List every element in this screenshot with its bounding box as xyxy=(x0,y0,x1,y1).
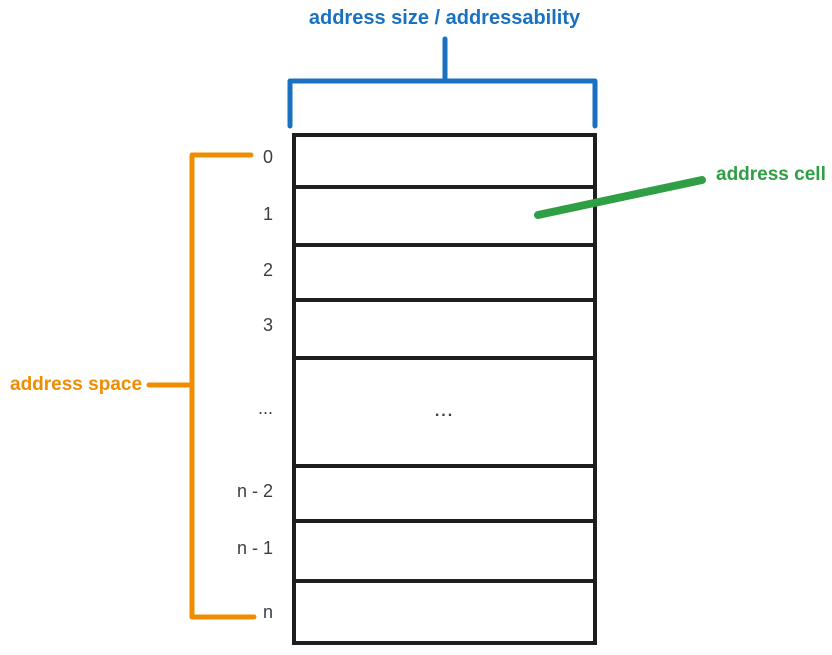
memory-cell-1 xyxy=(296,189,593,247)
memory-cell-n-1 xyxy=(296,523,593,583)
memory-cell-ellipsis: ... xyxy=(296,360,593,468)
memory-cell-n xyxy=(296,583,593,641)
memory-cell-n-2 xyxy=(296,468,593,523)
row-label-ellipsis: ... xyxy=(257,398,273,418)
address-size-bracket xyxy=(287,78,598,129)
row-label-n-1: n - 1 xyxy=(236,538,273,558)
row-label-n-2: n - 2 xyxy=(236,481,273,501)
memory-cell-0 xyxy=(296,137,593,189)
row-label-3: 3 xyxy=(262,315,273,335)
memory-cell-3 xyxy=(296,302,593,360)
address-space-label: address space xyxy=(10,374,143,395)
row-label-1: 1 xyxy=(262,204,273,224)
row-label-n: n xyxy=(262,602,273,622)
ellipsis-text: ... xyxy=(434,403,455,420)
row-label-2: 2 xyxy=(262,260,273,280)
memory-stack: ... xyxy=(292,133,597,645)
row-label-0: 0 xyxy=(262,147,273,167)
memory-cell-2 xyxy=(296,247,593,302)
address-cell-label: address cell xyxy=(716,164,826,185)
address-size-label: address size / addressability xyxy=(308,7,581,29)
